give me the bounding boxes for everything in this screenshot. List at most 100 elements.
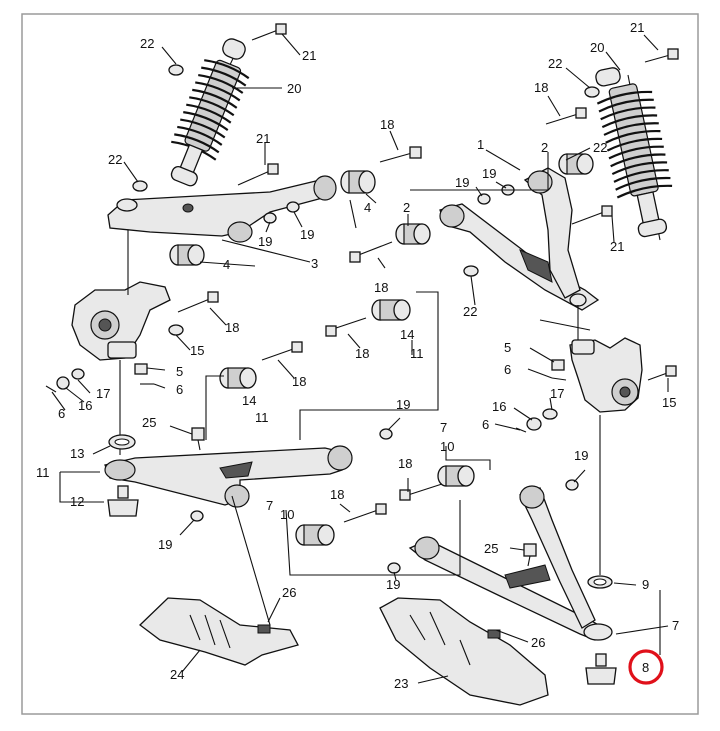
- bolt-18-right-lower: [399, 483, 443, 501]
- label-4-a: 4: [364, 200, 371, 215]
- nut-22-top-right: [584, 86, 600, 98]
- bolt-18-upper-left: [379, 146, 422, 163]
- label-13: 13: [70, 446, 84, 461]
- ball-joint-12: [107, 485, 139, 517]
- label-21-d: 21: [610, 239, 624, 254]
- bolt-18-mid: [349, 241, 393, 263]
- right-steering-knuckle: [569, 337, 643, 413]
- label-19-b: 19: [482, 166, 496, 181]
- label-23: 23: [394, 676, 408, 691]
- bolt-18-mid-left: [325, 317, 367, 337]
- label-22-d: 22: [593, 140, 607, 155]
- nut-19-right-bottom: [387, 562, 401, 574]
- label-18-d: 18: [225, 320, 239, 335]
- right-shock-absorber: [595, 67, 673, 241]
- bolt-21-mid-right: [571, 205, 613, 225]
- label-22-e: 22: [463, 304, 477, 319]
- label-18-c: 18: [374, 280, 388, 295]
- left-lower-a-arm: [104, 445, 353, 508]
- label-18-e: 18: [355, 346, 369, 361]
- bushing-10-right: [437, 465, 475, 487]
- label-19-f: 19: [574, 448, 588, 463]
- label-11-a: 11: [410, 346, 424, 361]
- nut-19-left-lower: [190, 510, 204, 522]
- ball-joint-8: [585, 653, 617, 685]
- left-steering-knuckle: [71, 281, 171, 361]
- label-22-c: 22: [108, 152, 122, 167]
- label-26-a: 26: [282, 585, 296, 600]
- label-10-b: 10: [280, 507, 294, 522]
- label-17-b: 17: [550, 386, 564, 401]
- left-skid-plate-24: [138, 597, 299, 666]
- label-12: 12: [70, 494, 84, 509]
- label-16-a: 16: [78, 398, 92, 413]
- label-19-d: 19: [300, 227, 314, 242]
- label-20-b: 20: [590, 40, 604, 55]
- label-16-b: 16: [492, 399, 506, 414]
- label-7-c: 7: [672, 618, 679, 633]
- bolt-18-knuckle: [177, 291, 219, 313]
- label-22-a: 22: [140, 36, 154, 51]
- label-24: 24: [170, 667, 184, 682]
- bushing-10-left: [295, 524, 335, 546]
- label-20-a: 20: [287, 81, 301, 96]
- bushing-2-lower: [395, 223, 431, 245]
- bolt-15-right: [647, 365, 677, 381]
- left-upper-a-arm: [107, 175, 337, 243]
- label-7-b: 7: [266, 498, 273, 513]
- label-15-b: 15: [662, 395, 676, 410]
- bushing-2-upper: [558, 153, 594, 175]
- leader-lines: [51, 33, 669, 684]
- nut-22-mid-left: [132, 180, 148, 192]
- label-6-a: 6: [176, 382, 183, 397]
- label-21-a: 21: [302, 48, 316, 63]
- label-14-b: 14: [242, 393, 256, 408]
- label-3: 3: [311, 256, 318, 271]
- label-22-b: 22: [548, 56, 562, 71]
- parts-5-6-left: [134, 363, 154, 385]
- label-5-b: 5: [504, 340, 511, 355]
- highlight-circle-part-8: [628, 649, 664, 685]
- label-2-a: 2: [541, 140, 548, 155]
- nut-15-left: [168, 324, 184, 336]
- bolt-21-top-left: [251, 23, 287, 41]
- label-6-d: 6: [482, 417, 489, 432]
- bushings-14-left: [219, 367, 257, 389]
- label-18-h: 18: [330, 487, 344, 502]
- label-18-f: 18: [292, 374, 306, 389]
- label-17-a: 17: [96, 386, 110, 401]
- parts-17-16-6-left: [45, 368, 85, 393]
- bushing-14-mid: [371, 299, 411, 321]
- label-8: 8: [642, 660, 649, 675]
- label-15-a: 15: [190, 343, 204, 358]
- label-14-a: 14: [400, 327, 414, 342]
- bolt-25-right: [523, 543, 537, 567]
- label-18-g: 18: [398, 456, 412, 471]
- bushing-4-upper: [340, 170, 376, 194]
- label-4-b: 4: [223, 257, 230, 272]
- label-6-b: 6: [504, 362, 511, 377]
- label-10-a: 10: [440, 439, 454, 454]
- label-19-a: 19: [455, 175, 469, 190]
- label-19-e: 19: [396, 397, 410, 412]
- label-1: 1: [477, 137, 484, 152]
- part-labels: 22 21 20 21 22 20 18 22 21 18 1 2 22 19 …: [36, 20, 679, 691]
- bolt-21-mid-left: [237, 163, 279, 186]
- label-21-c: 21: [256, 131, 270, 146]
- label-2-b: 2: [403, 200, 410, 215]
- bolt-18-left-lower: [261, 341, 303, 361]
- bushing-4-lower: [169, 244, 205, 266]
- left-shock-absorber: [170, 38, 250, 187]
- parts-5-6-right: [551, 359, 567, 381]
- label-5-a: 5: [176, 364, 183, 379]
- label-21-b: 21: [630, 20, 644, 35]
- bolt-21-top-right: [644, 48, 679, 63]
- label-18-a: 18: [534, 80, 548, 95]
- nut-22-right-upper: [463, 265, 479, 277]
- label-7-a: 7: [440, 420, 447, 435]
- right-skid-plate-23: [379, 597, 549, 706]
- nut-22-top-left: [168, 64, 184, 76]
- label-18-b: 18: [380, 117, 394, 132]
- nut-19-mid-lower: [379, 428, 393, 440]
